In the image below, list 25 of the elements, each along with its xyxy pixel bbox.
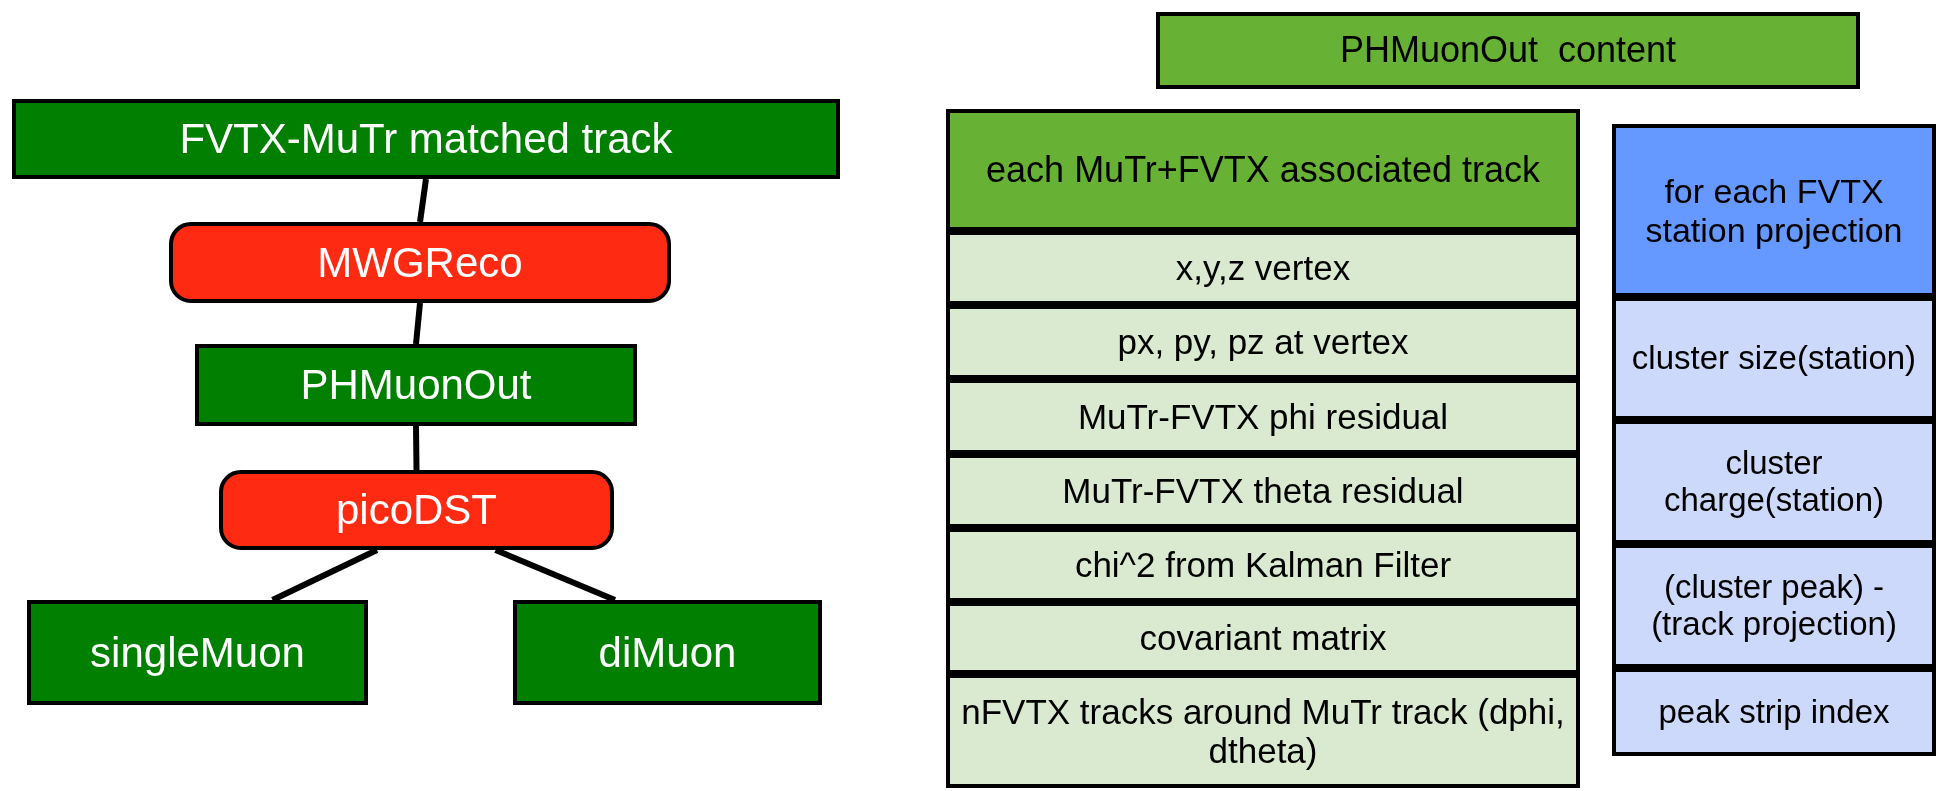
table-header: for each FVTX station projection: [1612, 124, 1936, 297]
process-box: FVTX-MuTr matched track: [12, 99, 840, 179]
table-row: MuTr-FVTX theta residual: [946, 454, 1580, 528]
process-box: PHMuonOut: [195, 344, 637, 426]
process-box: diMuon: [513, 600, 822, 705]
table-row: covariant matrix: [946, 602, 1580, 674]
module-box: picoDST: [219, 470, 614, 550]
connector-line: [494, 547, 617, 603]
connector-line: [271, 547, 379, 603]
table-header: each MuTr+FVTX associated track: [946, 109, 1580, 231]
title-box: PHMuonOut content: [1156, 12, 1860, 89]
table-row: cluster size(station): [1612, 297, 1936, 420]
table-row: (cluster peak) - (track projection): [1612, 544, 1936, 668]
table-row: x,y,z vertex: [946, 231, 1580, 305]
connector-line: [413, 425, 420, 471]
table-row: cluster charge(station): [1612, 420, 1936, 544]
table-row: chi^2 from Kalman Filter: [946, 528, 1580, 602]
table-row: MuTr-FVTX phi residual: [946, 379, 1580, 454]
table-row: nFVTX tracks around MuTr track (dphi, dtheta): [946, 674, 1580, 788]
table-row: px, py, pz at vertex: [946, 305, 1580, 379]
process-box: singleMuon: [27, 600, 368, 705]
connector-line: [413, 302, 423, 345]
connector-line: [417, 178, 429, 223]
table-row: peak strip index: [1612, 668, 1936, 756]
module-box: MWGReco: [169, 222, 671, 303]
